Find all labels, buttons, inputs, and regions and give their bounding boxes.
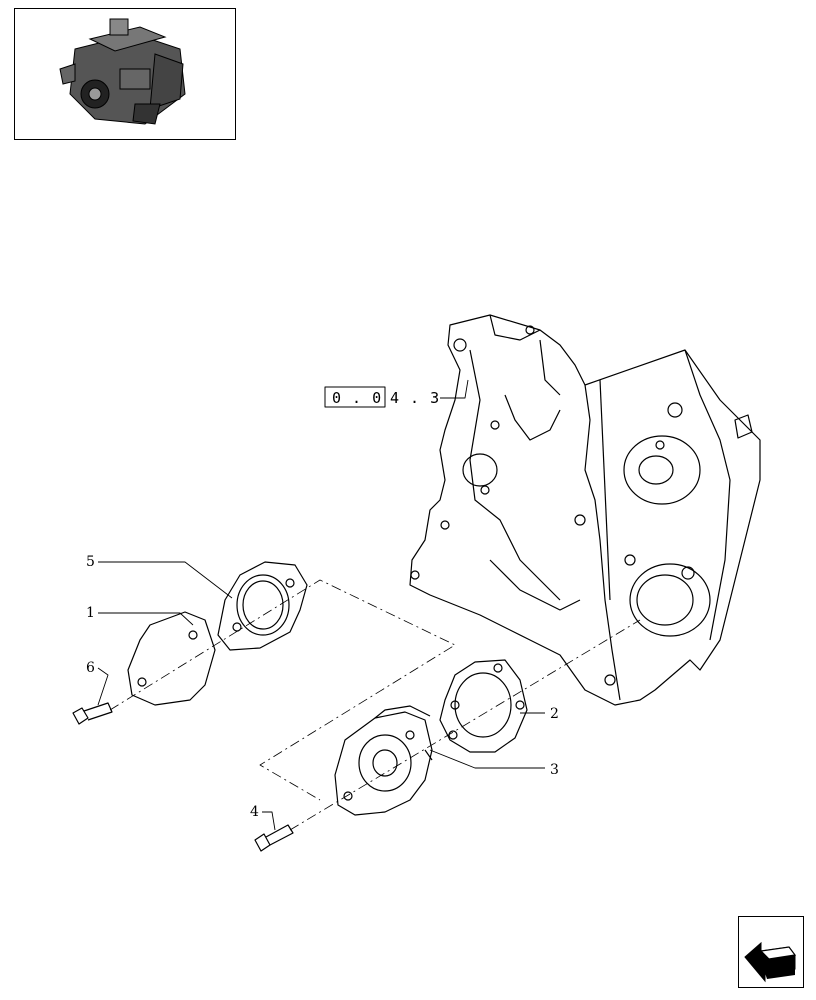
- callout-1: 1: [86, 605, 95, 621]
- next-page-arrow-icon: [744, 941, 797, 983]
- reference-label: [324, 379, 469, 408]
- callout-6: 6: [86, 660, 95, 676]
- reference-boxed-text: 0 . 0: [332, 389, 382, 407]
- callout-2: 2: [550, 706, 559, 722]
- engine-thumbnail-icon: [59, 18, 186, 125]
- callout-3: 3: [550, 762, 559, 778]
- next-page-button[interactable]: [738, 916, 804, 988]
- callout-leaders: [97, 561, 545, 831]
- part-4-bolt: [254, 824, 294, 852]
- assembly-centerlines: [109, 579, 641, 831]
- part-6-bolt: [72, 702, 113, 725]
- callout-5: 5: [86, 554, 95, 570]
- part-3-pump-body: [334, 705, 433, 816]
- part-1-cover-plate: [127, 611, 216, 706]
- callout-4: 4: [250, 804, 259, 820]
- part-2-gasket: [439, 659, 528, 753]
- timing-gear-housing: [409, 314, 761, 706]
- reference-text: 4 . 3: [390, 389, 440, 407]
- part-5-gasket: [217, 561, 308, 651]
- engine-thumbnail: [14, 8, 236, 140]
